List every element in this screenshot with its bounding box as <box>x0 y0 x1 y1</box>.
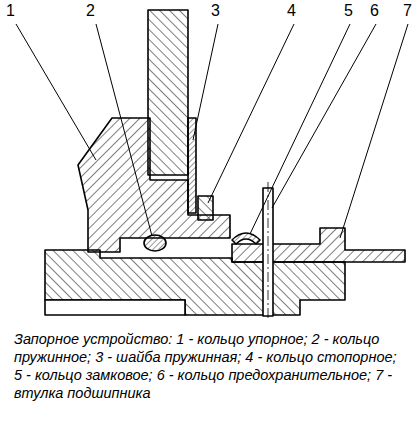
callout-number: 5 <box>344 2 353 20</box>
housing-plate <box>148 10 188 175</box>
callout-number: 3 <box>211 2 220 20</box>
center-line <box>268 182 269 318</box>
leader-lines <box>16 24 408 238</box>
figure-caption: Запорное устройство: 1 - кольцо упорное;… <box>14 330 408 402</box>
bearing-sleeve <box>232 228 405 262</box>
callout-number: 1 <box>6 2 15 20</box>
stop-ring <box>198 196 213 220</box>
lock-ring <box>232 233 260 244</box>
callout-number: 7 <box>403 2 412 20</box>
shaft-lower-step <box>45 300 185 315</box>
thrust-ring <box>78 118 230 252</box>
callout-number: 6 <box>370 2 379 20</box>
spring-ring <box>144 235 166 251</box>
callout-number: 4 <box>287 2 296 20</box>
callout-number: 2 <box>86 2 95 20</box>
